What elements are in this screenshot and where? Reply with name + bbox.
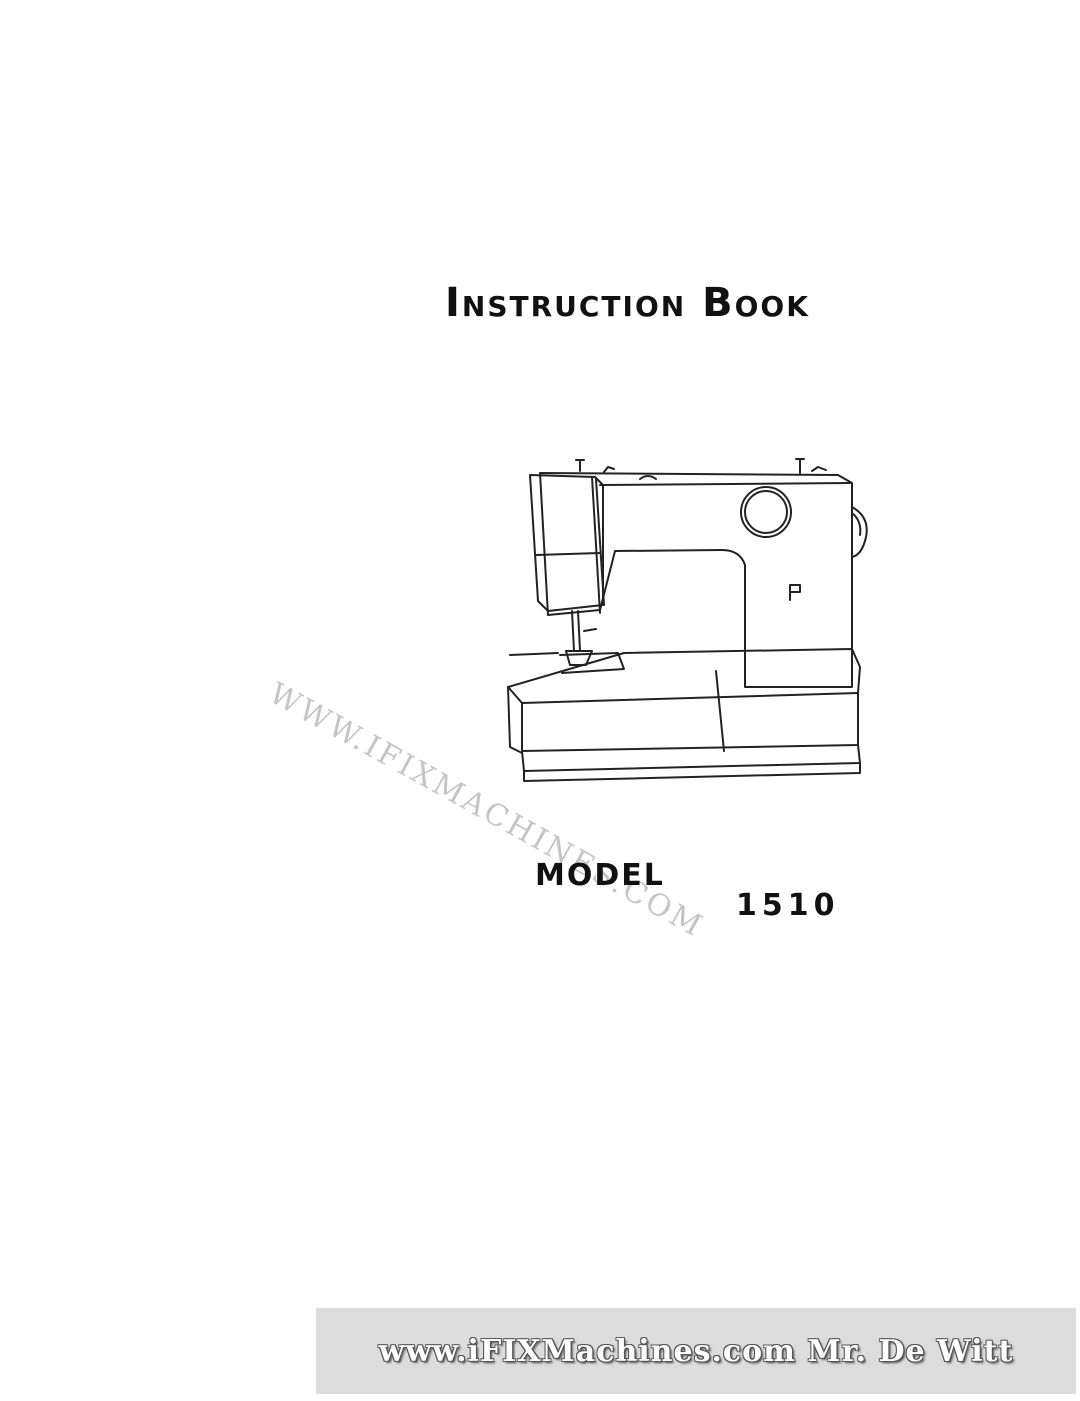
footer-banner-text: www.iFIXMachines.com Mr. De Witt xyxy=(378,1333,1014,1369)
sewing-machine-illustration xyxy=(507,458,868,782)
model-label: MODEL xyxy=(535,858,665,893)
document-title: Instruction Book xyxy=(445,280,810,326)
model-number: 1510 xyxy=(736,888,840,923)
footer-banner: www.iFIXMachines.com Mr. De Witt xyxy=(316,1308,1076,1394)
